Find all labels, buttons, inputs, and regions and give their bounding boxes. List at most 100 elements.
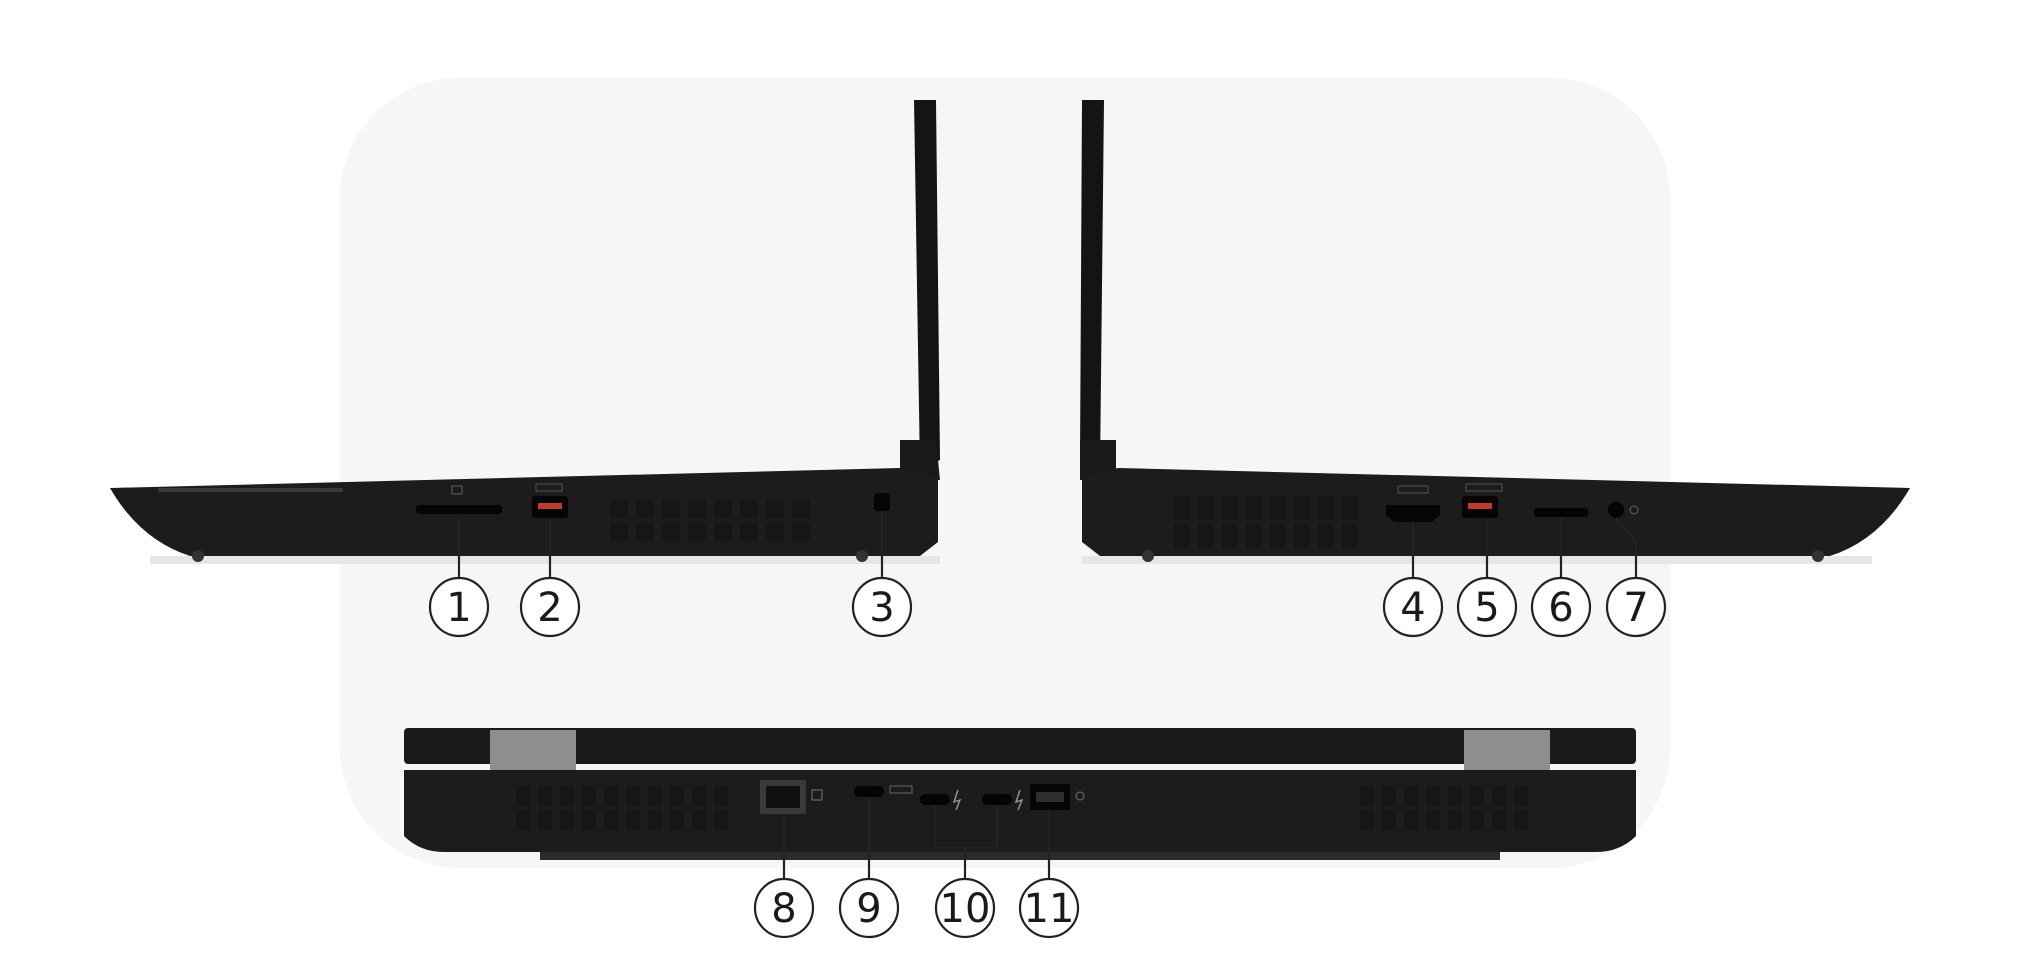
vent-slot [516, 786, 530, 806]
vent-slot [670, 810, 684, 830]
vent-slot [1198, 524, 1214, 548]
vent-slot [766, 523, 784, 541]
vent-slot [1470, 810, 1484, 830]
left-bottom-shadow [150, 556, 940, 564]
right-foot [1812, 550, 1824, 562]
callout-5-label: 5 [1474, 585, 1499, 631]
vent-slot [766, 500, 784, 518]
vent-slot [610, 500, 628, 518]
left-foot [192, 550, 204, 562]
callout-1-label: 1 [446, 585, 471, 631]
vent-slot [1246, 496, 1262, 520]
usb-a-port-icon [532, 483, 568, 518]
vent-slot [740, 523, 758, 541]
usb-c-port-icon [854, 785, 913, 797]
vent-slot [1448, 810, 1462, 830]
backdrop-panel [340, 78, 1670, 868]
smartcard-slot [158, 488, 343, 492]
vent-slot [1448, 786, 1462, 806]
left-base [110, 468, 938, 556]
ethernet-port-icon [760, 780, 823, 814]
vent-slot [1174, 496, 1190, 520]
sd-card-slot-icon [1534, 508, 1588, 517]
vent-slot [1404, 786, 1418, 806]
vent-slot [714, 810, 728, 830]
vent-slot [636, 500, 654, 518]
vent-slot [1246, 524, 1262, 548]
rear-view [404, 728, 1636, 860]
rear-foot-strip [540, 852, 1500, 860]
vent-slot [670, 786, 684, 806]
vent-slot [1360, 810, 1374, 830]
callout-9-label: 9 [856, 886, 881, 932]
vent-slot [1470, 786, 1484, 806]
right-bottom-shadow [1082, 556, 1872, 564]
vent-slot [1426, 810, 1440, 830]
callout-7: 7 [1605, 576, 1667, 638]
audio-jack-icon [1608, 502, 1639, 518]
thunderbolt-port-icon [920, 789, 1024, 811]
vent-slot [1492, 810, 1506, 830]
callout-11: 11 [1018, 877, 1080, 939]
vent-slot [662, 523, 680, 541]
rear-hinge-right [1464, 730, 1550, 772]
right-side-vents [1174, 496, 1358, 548]
vent-slot [714, 500, 732, 518]
callout-3: 3 [851, 576, 913, 638]
vent-slot [1382, 810, 1396, 830]
callout-7-label: 7 [1623, 585, 1648, 631]
vent-slot [1514, 810, 1528, 830]
right-lid [1080, 100, 1104, 470]
vent-slot [582, 786, 596, 806]
vent-slot [1270, 524, 1286, 548]
vent-slot [1174, 524, 1190, 548]
vent-slot [688, 500, 706, 518]
callout-10-label: 10 [940, 886, 991, 932]
callout-8-label: 8 [771, 886, 796, 932]
right-foot [1142, 550, 1154, 562]
rear-hinge-left [490, 730, 576, 772]
callout-2-label: 2 [537, 585, 562, 631]
vent-slot [1492, 786, 1506, 806]
vent-slot [1318, 496, 1334, 520]
power-connector-icon [1030, 784, 1085, 810]
vent-slot [626, 810, 640, 830]
callout-4: 4 [1382, 576, 1444, 638]
rear-lid-edge [404, 728, 1636, 764]
vent-slot [740, 500, 758, 518]
usb-a-powered-port-icon [1462, 483, 1503, 518]
vent-slot [1222, 524, 1238, 548]
vent-slot [1426, 786, 1440, 806]
vent-slot [792, 500, 810, 518]
callout-2: 2 [519, 576, 581, 638]
vent-slot [560, 786, 574, 806]
vent-slot [604, 810, 618, 830]
vent-slot [1294, 496, 1310, 520]
vent-slot [538, 786, 552, 806]
hdmi-port-icon [1386, 485, 1440, 522]
security-lock-slot-icon [874, 493, 890, 511]
callout-10: 10 [934, 877, 996, 939]
left-lid [914, 100, 940, 470]
vent-slot [692, 810, 706, 830]
vent-slot [1382, 786, 1396, 806]
vent-slot [1514, 786, 1528, 806]
smart-card-reader-icon [416, 485, 502, 514]
vent-slot [1270, 496, 1286, 520]
vent-slot [648, 786, 662, 806]
vent-slot [692, 786, 706, 806]
left-foot [856, 550, 868, 562]
vent-slot [1222, 496, 1238, 520]
vent-slot [1360, 786, 1374, 806]
rear-vents [516, 786, 1528, 830]
callout-leaders [457, 512, 1638, 880]
left-side-view [110, 100, 940, 564]
callout-8: 8 [753, 877, 815, 939]
vent-slot [648, 810, 662, 830]
vent-slot [714, 523, 732, 541]
callout-6-label: 6 [1548, 585, 1573, 631]
callout-11-label: 11 [1024, 886, 1075, 932]
left-side-vents [610, 500, 810, 541]
vent-slot [1294, 524, 1310, 548]
